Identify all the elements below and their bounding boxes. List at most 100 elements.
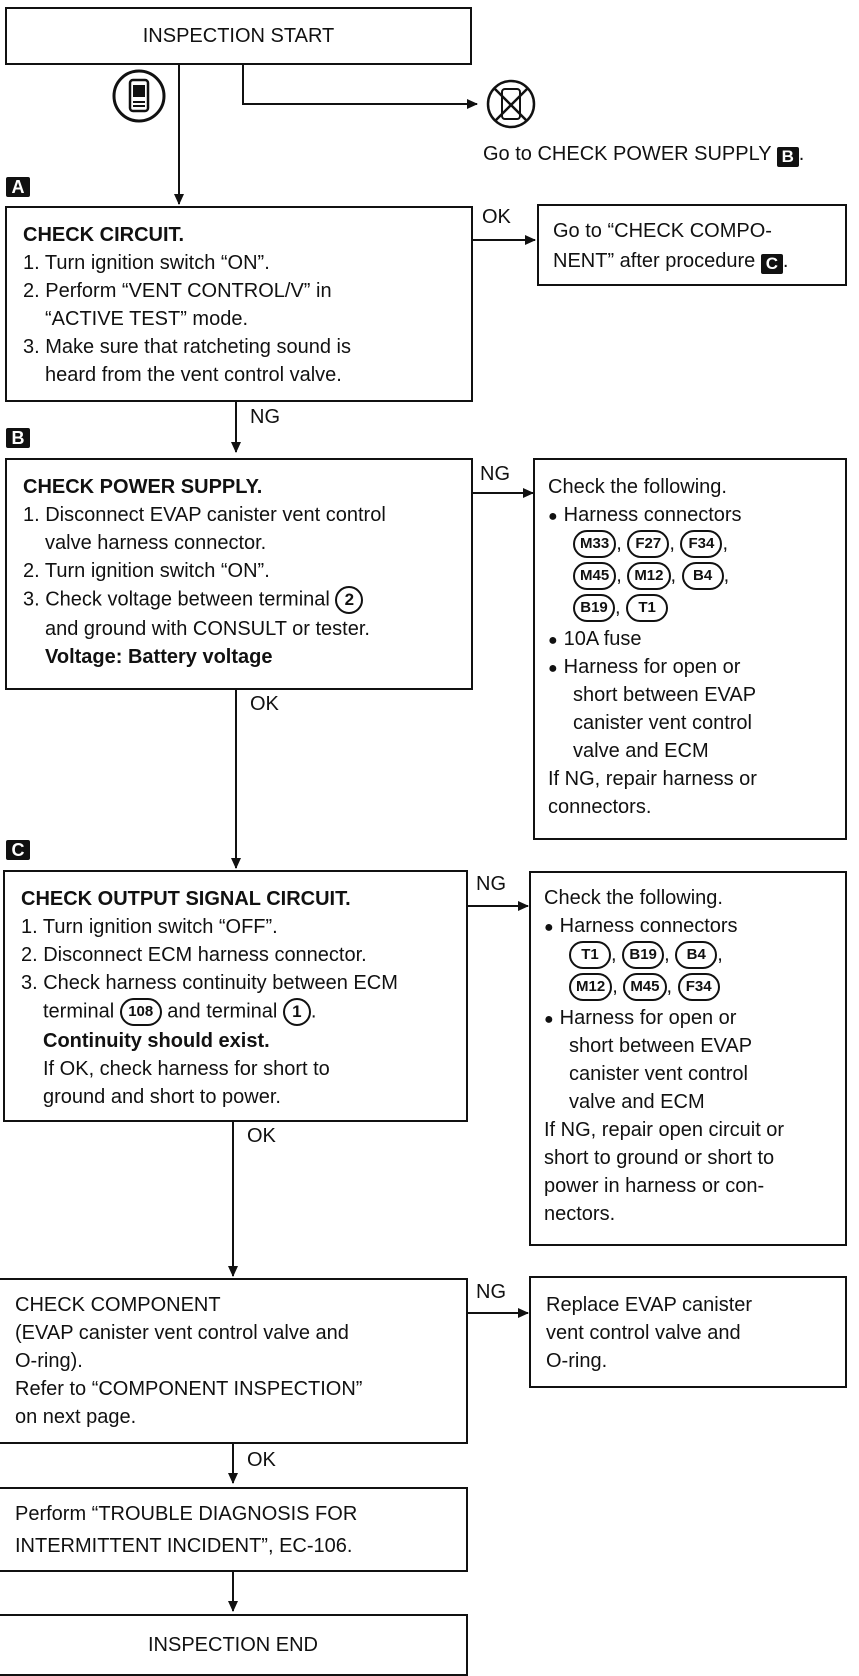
- no-consult-goto-text: Go to CHECK POWER SUPPLY B.: [483, 143, 805, 167]
- connector-badge: M12: [627, 562, 671, 590]
- os-check-repair4: nectors.: [544, 1203, 616, 1225]
- os-check-repair3: power in harness or con-: [544, 1175, 765, 1197]
- ng-label-b: NG: [480, 463, 510, 485]
- component-line5: on next page.: [15, 1406, 137, 1428]
- os-check-repair1: If NG, repair open circuit or: [544, 1119, 785, 1141]
- component-line4: Refer to “COMPONENT INSPECTION”: [15, 1378, 363, 1400]
- ecm-terminal-108-badge: 108: [119, 998, 162, 1026]
- marker-c-inline: C: [760, 254, 783, 274]
- output-signal-step1: 1. Turn ignition switch “OFF”.: [21, 916, 278, 938]
- power-supply-step3b: and ground with CONSULT or tester.: [45, 618, 370, 640]
- output-signal-step3b-mid: and terminal: [167, 1000, 278, 1023]
- ok-label-b: OK: [250, 693, 279, 715]
- os-connectors-row2: M12, M45, F34: [569, 973, 720, 1001]
- power-supply-step1a: 1. Disconnect EVAP canister vent control: [23, 504, 386, 526]
- power-supply-step1b: valve harness connector.: [45, 532, 267, 554]
- check-circuit-step1: 1. Turn ignition switch “ON”.: [23, 252, 270, 274]
- ng-label-component: NG: [476, 1281, 506, 1303]
- no-consult-goto-label: Go to CHECK POWER SUPPLY: [483, 143, 772, 165]
- connector-badge: M45: [623, 973, 667, 1001]
- marker-c: C: [6, 840, 30, 860]
- check-circuit-step2a: 2. Perform “VENT CONTROL/V” in: [23, 280, 332, 302]
- os-connectors-row1: T1, B19, B4,: [569, 941, 723, 969]
- consult-tester-icon: [112, 69, 166, 123]
- component-line2: (EVAP canister vent control valve and: [15, 1322, 349, 1344]
- os-check-short4: valve and ECM: [569, 1091, 705, 1113]
- marker-b: B: [6, 428, 30, 448]
- check-circuit-box: CHECK CIRCUIT. 1. Turn ignition switch “…: [5, 206, 473, 402]
- component-line1: CHECK COMPONENT: [15, 1294, 221, 1316]
- check-circuit-step3b: heard from the vent control valve.: [45, 364, 342, 386]
- connector-badge: M45: [573, 562, 617, 590]
- check-power-supply-box: CHECK POWER SUPPLY. 1. Disconnect EVAP c…: [5, 458, 473, 690]
- component-line3: O-ring).: [15, 1350, 83, 1372]
- check-circuit-step2b: “ACTIVE TEST” mode.: [45, 308, 249, 330]
- output-signal-note2: ground and short to power.: [43, 1086, 281, 1108]
- ps-check-short2: short between EVAP: [573, 684, 757, 706]
- marker-a: A: [6, 177, 30, 197]
- power-supply-title: CHECK POWER SUPPLY.: [23, 476, 263, 498]
- goto-component-line1: Go to “CHECK COMPO-: [553, 220, 772, 242]
- os-check-harness: Harness connectors: [544, 913, 738, 941]
- ps-check-repair2: connectors.: [548, 796, 652, 818]
- inspection-end-label: INSPECTION END: [147, 1634, 319, 1656]
- os-check-short1: Harness for open or: [544, 1005, 737, 1033]
- output-signal-title: CHECK OUTPUT SIGNAL CIRCUIT.: [21, 888, 351, 910]
- arrow-no-consult: [242, 64, 478, 109]
- output-signal-note1: If OK, check harness for short to: [43, 1058, 330, 1080]
- goto-component-line2: NENT” after procedure: [553, 250, 756, 272]
- check-component-box: CHECK COMPONENT (EVAP canister vent cont…: [0, 1278, 468, 1444]
- goto-component-box: Go to “CHECK COMPO- NENT” after procedur…: [537, 204, 847, 286]
- trouble-line2: INTERMITTENT INCIDENT”, EC-106.: [15, 1535, 353, 1557]
- terminal-2-badge: 2: [335, 586, 364, 614]
- output-signal-spec: Continuity should exist.: [43, 1030, 270, 1052]
- ng-label-c: NG: [476, 873, 506, 895]
- power-supply-check-box: Check the following. Harness connectors …: [533, 458, 847, 840]
- output-signal-step3a: 3. Check harness continuity between ECM: [21, 972, 398, 994]
- replace-line2: vent control valve and: [546, 1322, 741, 1344]
- inspection-end-box: INSPECTION END: [0, 1614, 468, 1676]
- marker-b-inline: B: [776, 147, 799, 167]
- ps-connectors-row3: B19, T1: [573, 594, 669, 622]
- inspection-start-label: INSPECTION START: [142, 25, 335, 47]
- power-supply-step3a: 3. Check voltage between terminal: [23, 588, 330, 611]
- inspection-start-box: INSPECTION START: [5, 7, 472, 65]
- replace-line3: O-ring.: [546, 1350, 608, 1372]
- connector-badge: T1: [626, 594, 669, 622]
- ps-check-harness: Harness connectors: [548, 502, 742, 530]
- check-circuit-step3a: 3. Make sure that ratcheting sound is: [23, 336, 351, 358]
- connector-badge: T1: [569, 941, 611, 969]
- ps-connectors-row1: M33, F27, F34,: [573, 530, 728, 558]
- connector-badge: B4: [675, 941, 718, 969]
- output-signal-step3b-pre: terminal: [43, 1000, 115, 1023]
- connector-badge: B19: [573, 594, 615, 622]
- trouble-diagnosis-box: Perform “TROUBLE DIAGNOSIS FOR INTERMITT…: [0, 1487, 468, 1572]
- power-supply-step2: 2. Turn ignition switch “ON”.: [23, 560, 270, 582]
- output-signal-check-box: Check the following. Harness connectors …: [529, 871, 847, 1246]
- goto-component-line2-wrap: NENT” after procedure C.: [553, 250, 789, 274]
- output-signal-step3b-wrap: terminal 108 and terminal 1.: [43, 998, 316, 1026]
- replace-box: Replace EVAP canister vent control valve…: [529, 1276, 847, 1388]
- ok-label-c: OK: [247, 1125, 276, 1147]
- replace-line1: Replace EVAP canister: [546, 1294, 753, 1316]
- connector-badge: B4: [681, 562, 724, 590]
- connector-badge: F34: [677, 973, 720, 1001]
- output-signal-step2: 2. Disconnect ECM harness connector.: [21, 944, 367, 966]
- os-check-repair2: short to ground or short to: [544, 1147, 775, 1169]
- connector-badge: B19: [622, 941, 665, 969]
- connector-badge: M33: [573, 530, 617, 558]
- check-output-signal-box: CHECK OUTPUT SIGNAL CIRCUIT. 1. Turn ign…: [3, 870, 468, 1122]
- ps-check-short3: canister vent control: [573, 712, 752, 734]
- power-supply-spec: Voltage: Battery voltage: [45, 646, 273, 668]
- check-circuit-title: CHECK CIRCUIT.: [23, 224, 185, 246]
- ok-label-component: OK: [247, 1449, 276, 1471]
- ps-check-repair1: If NG, repair harness or: [548, 768, 757, 790]
- connector-badge: F34: [680, 530, 723, 558]
- connector-badge: M12: [569, 973, 613, 1001]
- os-check-header: Check the following.: [544, 887, 723, 909]
- ps-check-short4: valve and ECM: [573, 740, 709, 762]
- power-supply-step3a-wrap: 3. Check voltage between terminal 2: [23, 586, 364, 614]
- ng-label-a: NG: [250, 406, 280, 428]
- ok-label-a: OK: [482, 206, 511, 228]
